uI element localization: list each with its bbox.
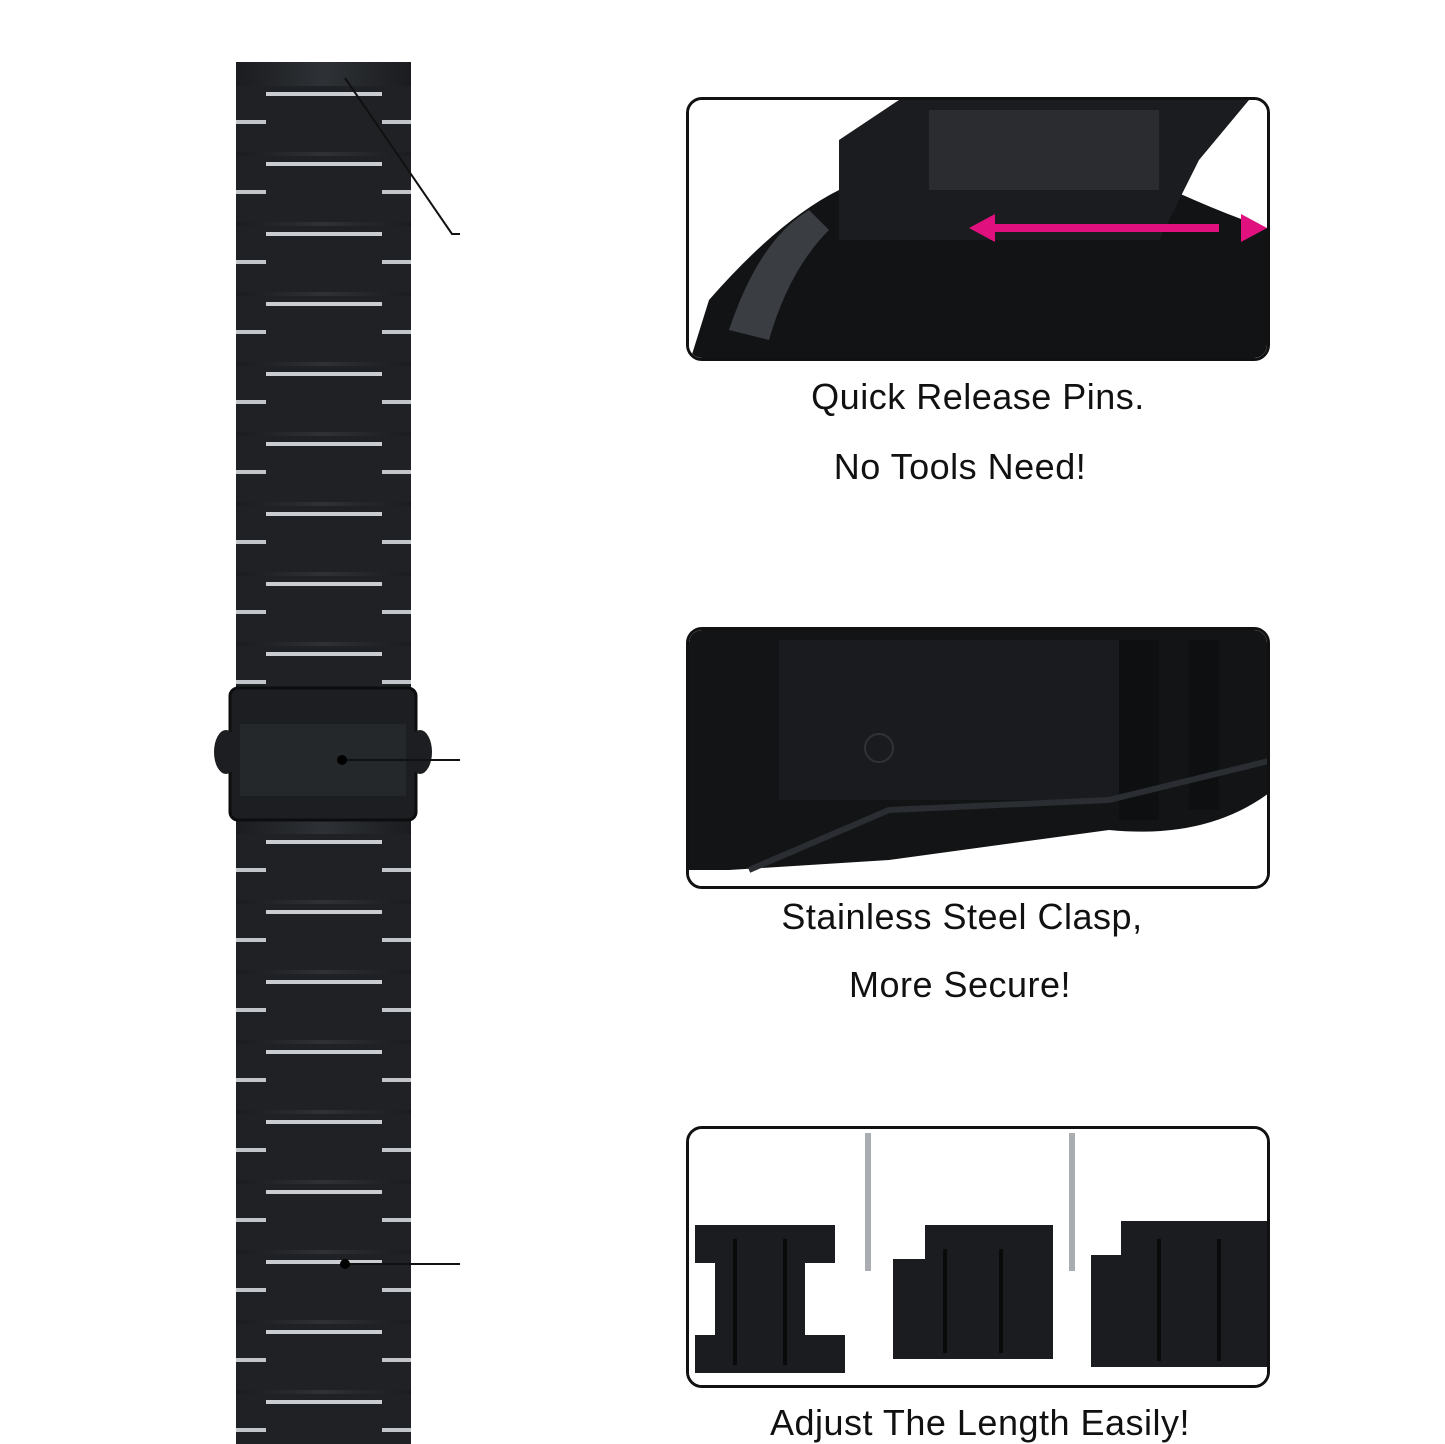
strap-link-edge (236, 1008, 266, 1012)
strap-link (236, 834, 411, 900)
strap-link-edge (382, 1288, 411, 1292)
strap-link-edge (382, 868, 411, 872)
strap-link-edge (236, 330, 266, 334)
strap-link-highlight (266, 840, 382, 844)
strap-link-edge (382, 470, 411, 474)
strap-link-edge (236, 400, 266, 404)
strap-link (236, 86, 411, 152)
strap-link (236, 226, 411, 292)
caption-clasp-line-1: Stainless Steel Clasp, (781, 896, 1143, 937)
strap-link-edge (236, 1218, 266, 1222)
strap-link-highlight (266, 512, 382, 516)
strap-link-edge (236, 1428, 266, 1432)
strap-link (236, 1184, 411, 1250)
strap-link-edge (382, 1148, 411, 1152)
strap-link-edge (382, 260, 411, 264)
strap-link-highlight (266, 980, 382, 984)
strap-link-highlight (266, 1050, 382, 1054)
strap-link (236, 904, 411, 970)
strap-link (236, 506, 411, 572)
strap-link-highlight (266, 92, 382, 96)
strap-link-edge (236, 1148, 266, 1152)
strap-link (236, 366, 411, 432)
strap-link-edge (236, 260, 266, 264)
strap-link-edge (382, 1428, 411, 1432)
strap-link-edge (382, 1358, 411, 1362)
quick-release-pin-closeup (686, 97, 1270, 361)
removable-links-closeup (686, 1126, 1270, 1388)
strap-clasp (214, 686, 432, 822)
strap-link-edge (382, 120, 411, 124)
watch-strap-illustration (214, 62, 460, 1444)
strap-link-highlight (266, 652, 382, 656)
strap-link-highlight (266, 232, 382, 236)
strap-link-edge (382, 540, 411, 544)
strap-link (236, 974, 411, 1040)
strap-link (236, 1324, 411, 1390)
strap-link-edge (236, 120, 266, 124)
strap-link-edge (236, 1078, 266, 1082)
strap-link-highlight (266, 1190, 382, 1194)
link-segment-right (1091, 1221, 1267, 1367)
strap-link-edge (382, 1078, 411, 1082)
strap-link (236, 296, 411, 362)
strap-link-edge (382, 680, 411, 684)
strap-link-edge (236, 470, 266, 474)
link-segment-left (695, 1225, 845, 1373)
caption-clasp-line-2: More Secure! (848, 964, 1072, 1005)
strap-link (236, 1044, 411, 1110)
strap-link (236, 576, 411, 642)
strap-link (236, 156, 411, 222)
strap-link-highlight (266, 1330, 382, 1334)
strap-link-edge (236, 680, 266, 684)
strap-link-highlight (266, 582, 382, 586)
strap-link-edge (382, 400, 411, 404)
strap-link-highlight (266, 442, 382, 446)
strap-link-highlight (266, 1120, 382, 1124)
strap-link-edge (236, 1288, 266, 1292)
strap-link-edge (382, 1218, 411, 1222)
strap-link-edge (382, 610, 411, 614)
strap-link (236, 436, 411, 502)
strap-link-edge (382, 190, 411, 194)
caption-pins-line-1: Quick Release Pins. (811, 376, 1145, 417)
caption-pins-line-2: No Tools Need! (833, 446, 1087, 487)
strap-link-edge (382, 1008, 411, 1012)
strap-link-edge (236, 1358, 266, 1362)
strap-link-edge (236, 868, 266, 872)
strap-link-highlight (266, 162, 382, 166)
strap-link-edge (382, 938, 411, 942)
strap-link-highlight (266, 302, 382, 306)
strap-link-highlight (266, 1400, 382, 1404)
strap-link-edge (236, 540, 266, 544)
callout-line-pins (344, 77, 460, 235)
strap-link-highlight (266, 910, 382, 914)
strap-link-highlight (266, 1260, 382, 1264)
strap-link-edge (236, 190, 266, 194)
strap-link-edge (382, 330, 411, 334)
strap-link-edge (236, 610, 266, 614)
double-arrow-icon (969, 214, 1267, 242)
link-segment-middle (893, 1225, 1053, 1359)
strap-link-highlight (266, 372, 382, 376)
strap-link (236, 1114, 411, 1180)
strap-link-edge (236, 938, 266, 942)
caption-links-line-1: Adjust The Length Easily! (769, 1402, 1191, 1443)
butterfly-clasp-closeup (686, 627, 1270, 889)
